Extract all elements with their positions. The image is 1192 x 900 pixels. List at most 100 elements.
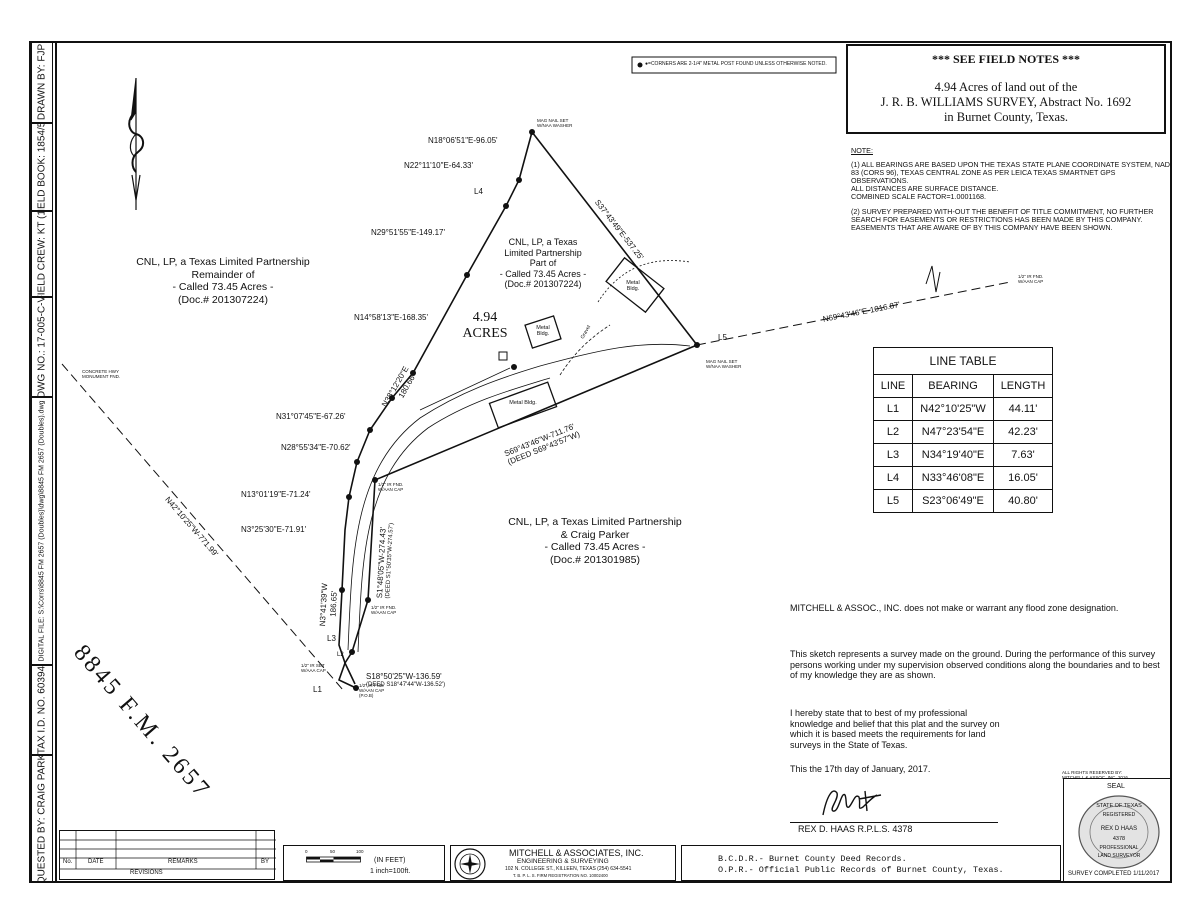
parcel-north-line2: Limited Partnership [504,247,582,258]
seal-registered: REGISTERED [1102,812,1136,818]
rev-col-date: DATE [88,859,104,865]
building-label-3: Metal Bldg. [509,400,537,406]
bearing-cell: N33°46'08"E [912,466,994,490]
building-label-2: Metal Bldg. [626,280,640,292]
subject-area: 4.94 [472,310,498,325]
sketch-statement: This sketch represents a survey made on … [790,649,1160,680]
length-cell: 42.23' [993,420,1053,444]
bearing-11-bearing: S18°50'25"W-136.59' [366,672,442,681]
length-cell: 16.05' [993,466,1053,490]
driveway-lines [347,260,691,653]
bearing-10: N3°41'39"W 186.65' [318,583,340,627]
revisions-block: No. DATE REMARKS BY REVISIONS [59,830,276,880]
break-symbol [925,265,941,293]
inner-border [55,41,1172,883]
scale-block: 0 50 100 (IN FEET) 1 inch=100ft. [283,845,445,881]
title-line-2: J. R. B. WILLIAMS SURVEY, Abstract No. 1… [880,95,1132,109]
drawn-by-box: DRAWN BY: FJP [31,41,53,123]
revisions-title: REVISIONS [130,870,163,876]
scale-tick-50: 50 [330,849,336,854]
bearing-cell: N47°23'54"E [912,420,994,444]
line-cell: L5 [873,489,913,513]
parcel-north-line4: - Called 73.45 Acres - [499,268,587,279]
company-block: MITCHELL & ASSOCIATES, INC. ENGINEERING … [450,845,676,881]
line-table-header-length: LENGTH [993,374,1053,398]
see-field-notes: *** SEE FIELD NOTES *** [931,52,1081,66]
scale-bar-icon [306,856,361,863]
certification-statement: I hereby state that to best of my profes… [790,708,1000,750]
line-label-l5: L5 [718,333,727,342]
parcel-west: CNL, LP, a Texas Limited Partnership Rem… [118,256,328,306]
date-statement: This the 17th day of January, 2017. [790,764,931,774]
abbreviations-block: B.C.D.R.- Burnet County Deed Records. O.… [681,845,1061,881]
note-2: (2) SURVEY PREPARED WITH-OUT THE BENEFIT… [851,207,1154,232]
seal-professional: PROFESSIONAL [1099,845,1139,851]
bearing-cell: S23°06'49"E [912,489,994,513]
parcel-west-line2: Remainder of [191,268,255,281]
parcel-south-line3: - Called 73.45 Acres - [544,541,646,553]
subject-acreage: 4.94 ACRES [455,310,515,342]
length-cell: 44.11' [993,397,1053,421]
building-label-1: Metal Bldg. [536,325,550,337]
monument-pin-pob: 1/2" IR FND. W/AAN CAP (P.O.B) [359,683,385,698]
flood-zone-statement: MITCHELL & ASSOC., INC. does not make or… [790,603,1119,613]
seal-number: 4378 [1112,836,1126,842]
length-cell: 40.80' [993,489,1053,513]
parcel-north: CNL, LP, a Texas Limited Partnership Par… [478,237,608,290]
corner-markers [339,129,700,691]
bearing-11: S18°50'25"W-136.59' (DEED S18°47'44"W-13… [366,673,445,689]
surveyor-name: REX D. HAAS R.P.L.S. 4378 [798,824,913,834]
parcel-north-line5: (Doc.# 201307224) [504,279,582,289]
parcel-south-line2: & Craig Parker [560,528,630,541]
line-cell: L3 [873,443,913,467]
seal-box [1063,778,1172,883]
monument-mag-nail-east: MAG NAIL SET W/NAA WASHER [706,359,742,369]
rev-col-by: BY [261,859,270,865]
monument-concrete: CONCRETE HWY MONUMENT FND. [82,369,121,379]
company-logo-icon [454,848,486,880]
rev-col-no: No. [63,859,73,865]
notes-heading: NOTE: [851,146,873,155]
parcel-south: CNL, LP, a Texas Limited Partnership & C… [490,516,700,566]
monument-pin-set: 1/2" IR SET W/AAA CAP [301,663,326,673]
title-line-3: in Burnet County, Texas. [943,110,1069,124]
bearing-2: N22°11'10"E-64.33' [404,161,473,170]
property-extension-line [696,281,1011,346]
company-firm-reg: T. B. P. L. S. FIRM REGISTRATION NO. 100… [513,873,608,878]
monument-mag-nail-north: MAG NAIL SET W/NAA WASHER [537,118,573,128]
parcel-west-line4: (Doc.# 201307224) [178,293,268,306]
surveyor-signature [822,790,882,816]
bearing-4: N14°58'13"E-168.35' [354,313,429,322]
title-block: *** SEE FIELD NOTES *** 4.94 Acres of la… [846,44,1166,134]
digital-file-box: DIGITAL FILE: S:\Corrs\8845 FM 2657 (Dou… [31,397,53,665]
small-structure [498,351,508,361]
title-line-1: 4.94 Acres of land out of the [934,80,1078,94]
subject-unit: ACRES [462,326,508,341]
line-label-l2: L2 [337,652,344,658]
legend-note-box [631,56,837,74]
legend-note: ●=CORNERS ARE 2-1/4" METAL POST FOUND UN… [645,61,827,67]
metal-building-1 [524,315,562,349]
outer-border [29,41,1172,883]
seal-label: SEAL [1107,783,1125,790]
company-name: MITCHELL & ASSOCIATES, INC. [509,848,644,858]
note-1: (1) ALL BEARINGS ARE BASED UPON THE TEXA… [851,160,1170,185]
line-cell: L2 [873,420,913,444]
parcel-north-line3: Part of [529,258,557,268]
monument-pin-mid: 1/2" IR FND. W/AAN CAP [378,482,404,492]
line-label-l4: L4 [474,187,483,196]
metal-building-3 [488,381,558,429]
scale-tick-100: 100 [356,849,364,854]
metal-building-2 [605,256,665,314]
bearing-3: N29°51'55"E-149.17' [371,228,446,237]
rev-col-remarks: REMARKS [168,859,198,865]
bearing-1: N18°06'51"E-96.05' [428,136,498,145]
seal-name: REX D HAAS [1100,826,1138,832]
abbrev-bcdr: B.C.D.R.- Burnet County Deed Records. [718,854,907,864]
bearing-cell: N42°10'25"W [912,397,994,421]
